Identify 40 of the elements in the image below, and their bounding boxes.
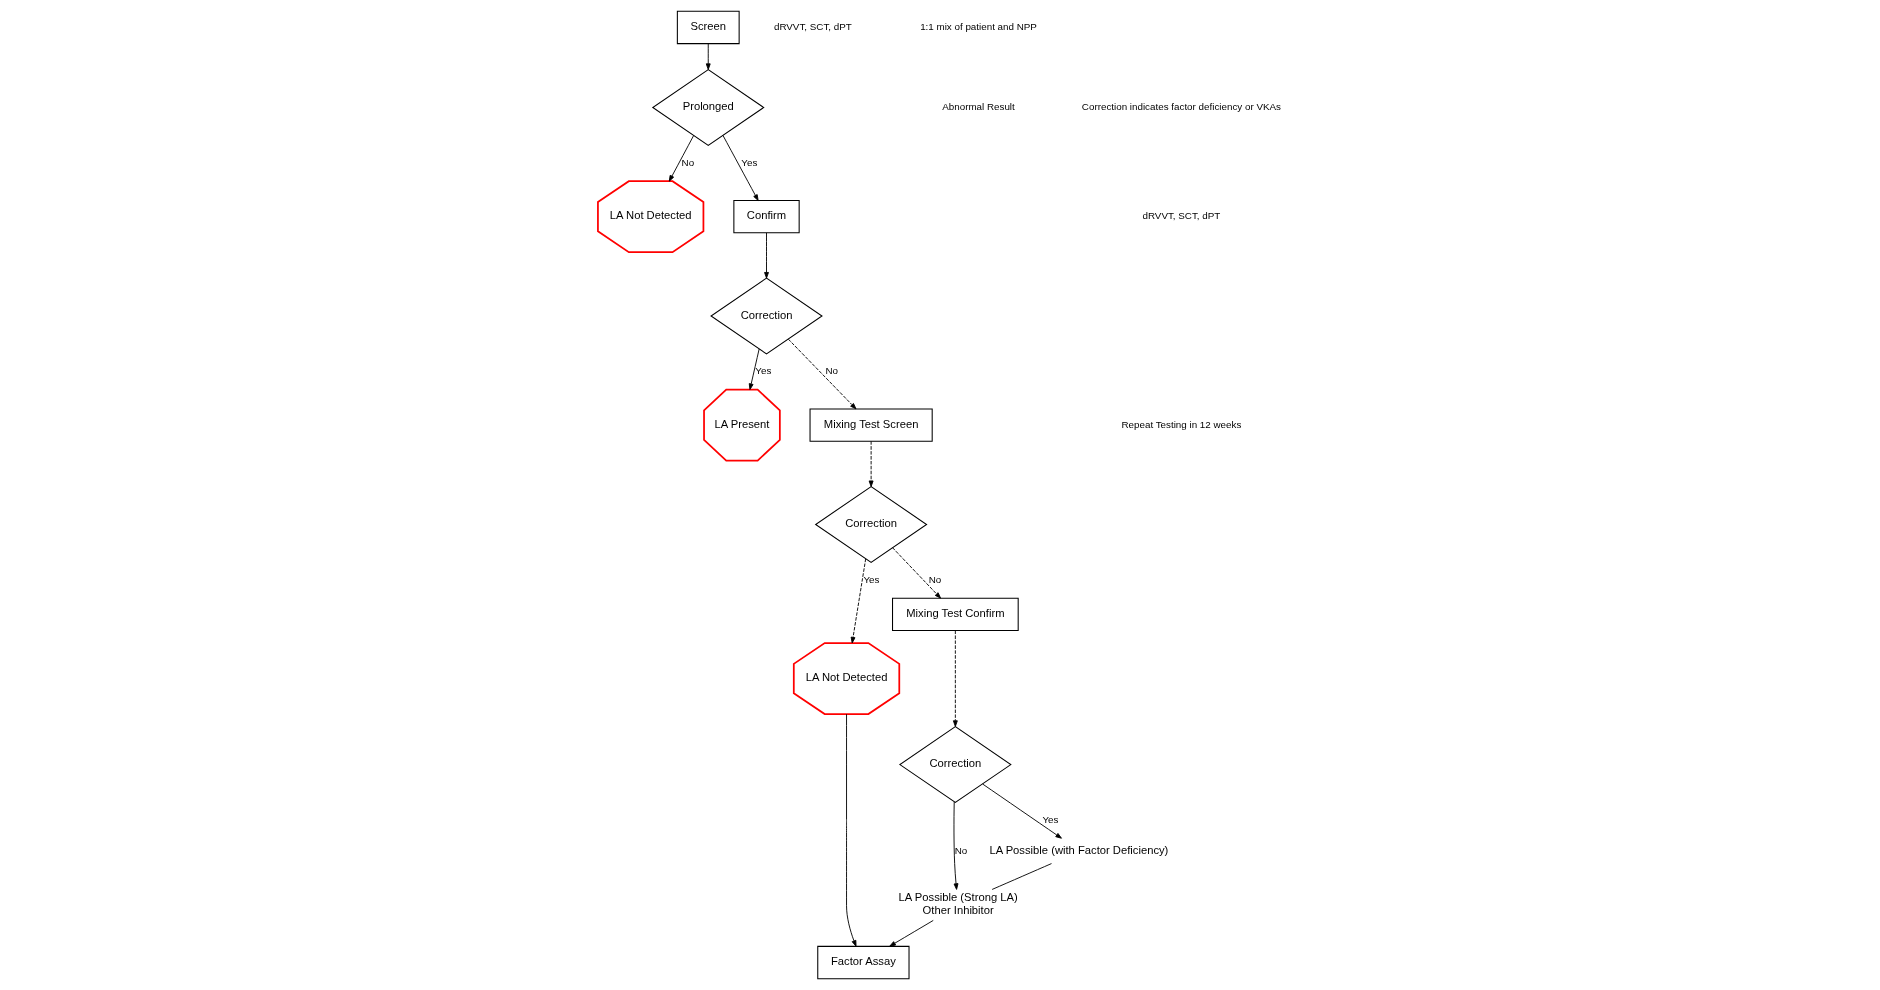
node-box: Screen <box>676 10 740 45</box>
arrow <box>888 919 934 947</box>
arrow <box>668 135 694 182</box>
edge-label: No <box>928 573 941 585</box>
connector <box>991 863 1052 890</box>
node-diamond: Correction <box>898 726 1012 804</box>
arrow <box>748 348 760 390</box>
node-text: LA Possible (with Factor Deficiency) <box>988 843 1168 856</box>
node-diamond: Correction <box>814 485 927 564</box>
edge-label: Yes <box>862 573 879 585</box>
arrow <box>891 547 941 599</box>
edge-label: No <box>954 844 967 856</box>
arrow <box>850 558 866 644</box>
arrow <box>952 630 958 727</box>
arrow <box>953 801 958 890</box>
node-box: Mixing Test Confirm <box>891 597 1019 631</box>
label: dRVVT, SCT, dPT <box>773 21 852 33</box>
label: dRVVT, SCT, dPT <box>1141 210 1220 222</box>
label: Abnormal Result <box>941 101 1015 113</box>
node-box: Confirm <box>732 200 800 234</box>
arrow <box>845 713 856 947</box>
edge-label: Yes <box>1041 813 1058 825</box>
node-box: Mixing Test Screen <box>809 408 933 442</box>
arrow <box>981 783 1062 839</box>
node-diamond: Correction <box>709 277 823 355</box>
arrow <box>722 134 759 201</box>
arrow <box>868 440 874 488</box>
label: Correction indicates factor deficiency or VKAs <box>1081 101 1281 113</box>
arrow <box>763 232 769 279</box>
arrow <box>705 43 711 70</box>
node-diamond: Prolonged <box>651 68 765 147</box>
edge-label: Yes <box>740 156 757 168</box>
node-text: LA Possible (Strong LA) Other Inhibitor <box>898 891 1018 916</box>
label: Repeat Testing in 12 weeks <box>1120 418 1241 430</box>
edge-label: Yes <box>754 365 771 377</box>
edge-label: No <box>825 365 838 377</box>
arrow <box>787 338 856 410</box>
node-box: Factor Assay <box>816 945 910 980</box>
edge-label: No <box>681 156 694 168</box>
label: 1:1 mix of patient and NPP <box>919 21 1037 33</box>
